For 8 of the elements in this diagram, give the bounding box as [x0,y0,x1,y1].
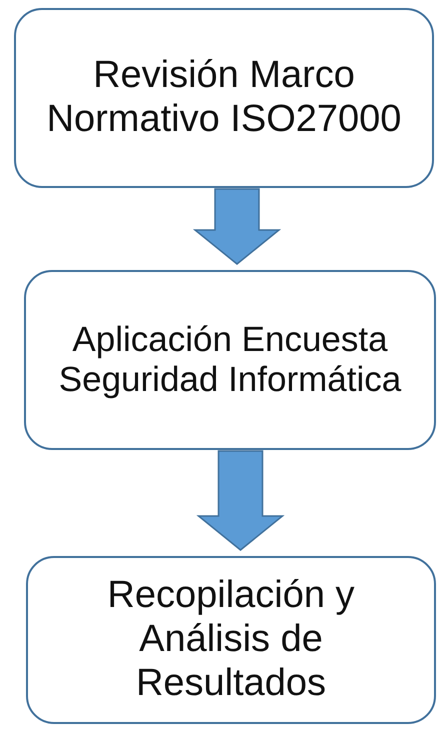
box-label: Recopilación y Análisis de Resultados [106,574,356,706]
process-box [26,556,436,724]
box-label: Aplicación Encuesta Seguridad Informática [58,320,402,400]
block-arrow [192,188,282,265]
process-box [24,270,436,450]
process-box [14,8,434,188]
block-arrow [196,450,285,551]
box-label: Revisión Marco Normativo ISO27000 [46,54,402,142]
